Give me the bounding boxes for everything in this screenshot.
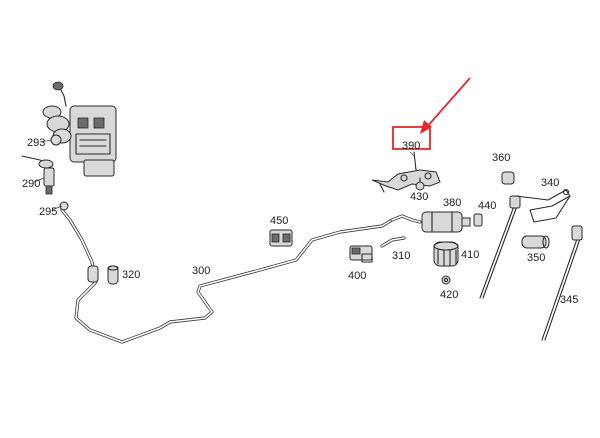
callout-380: 380 <box>443 197 461 209</box>
part-295[interactable] <box>59 201 69 211</box>
part-410-clamp[interactable] <box>433 241 459 267</box>
part-440[interactable] <box>473 213 483 227</box>
highlight-box <box>392 126 431 150</box>
part-380-fuel-filter[interactable] <box>390 211 471 233</box>
part-290[interactable] <box>21 155 55 195</box>
callout-360: 360 <box>492 152 510 164</box>
part-345[interactable] <box>541 225 583 341</box>
part-310-hose[interactable] <box>380 236 406 248</box>
part-450[interactable] <box>269 229 293 247</box>
callout-430: 430 <box>410 191 428 203</box>
part-350[interactable] <box>521 235 550 249</box>
callout-440: 440 <box>478 200 496 212</box>
callout-290: 290 <box>22 178 40 190</box>
part-293[interactable] <box>50 134 62 146</box>
callout-390: 390 <box>402 140 420 152</box>
part-420[interactable] <box>441 275 451 285</box>
fuel-rod-left[interactable] <box>479 195 521 299</box>
fuel-delivery-module[interactable] <box>42 81 117 177</box>
highlight-arrow <box>420 77 471 134</box>
callout-420: 420 <box>440 289 458 301</box>
callout-320: 320 <box>122 269 140 281</box>
callout-340: 340 <box>541 177 559 189</box>
line-connector[interactable] <box>87 265 99 283</box>
callout-450: 450 <box>270 215 288 227</box>
callout-295: 295 <box>39 206 57 218</box>
callout-293: 293 <box>27 137 45 149</box>
callout-345: 345 <box>560 294 578 306</box>
callout-400: 400 <box>348 270 366 282</box>
part-390-bracket[interactable] <box>371 151 441 193</box>
part-430[interactable] <box>415 177 425 191</box>
part-340[interactable] <box>515 188 571 223</box>
callout-410: 410 <box>461 249 479 261</box>
part-360[interactable] <box>501 171 515 185</box>
part-400[interactable] <box>349 245 373 263</box>
part-320[interactable] <box>107 265 119 285</box>
callout-300: 300 <box>192 265 210 277</box>
callout-310: 310 <box>392 250 410 262</box>
callout-350: 350 <box>527 252 545 264</box>
